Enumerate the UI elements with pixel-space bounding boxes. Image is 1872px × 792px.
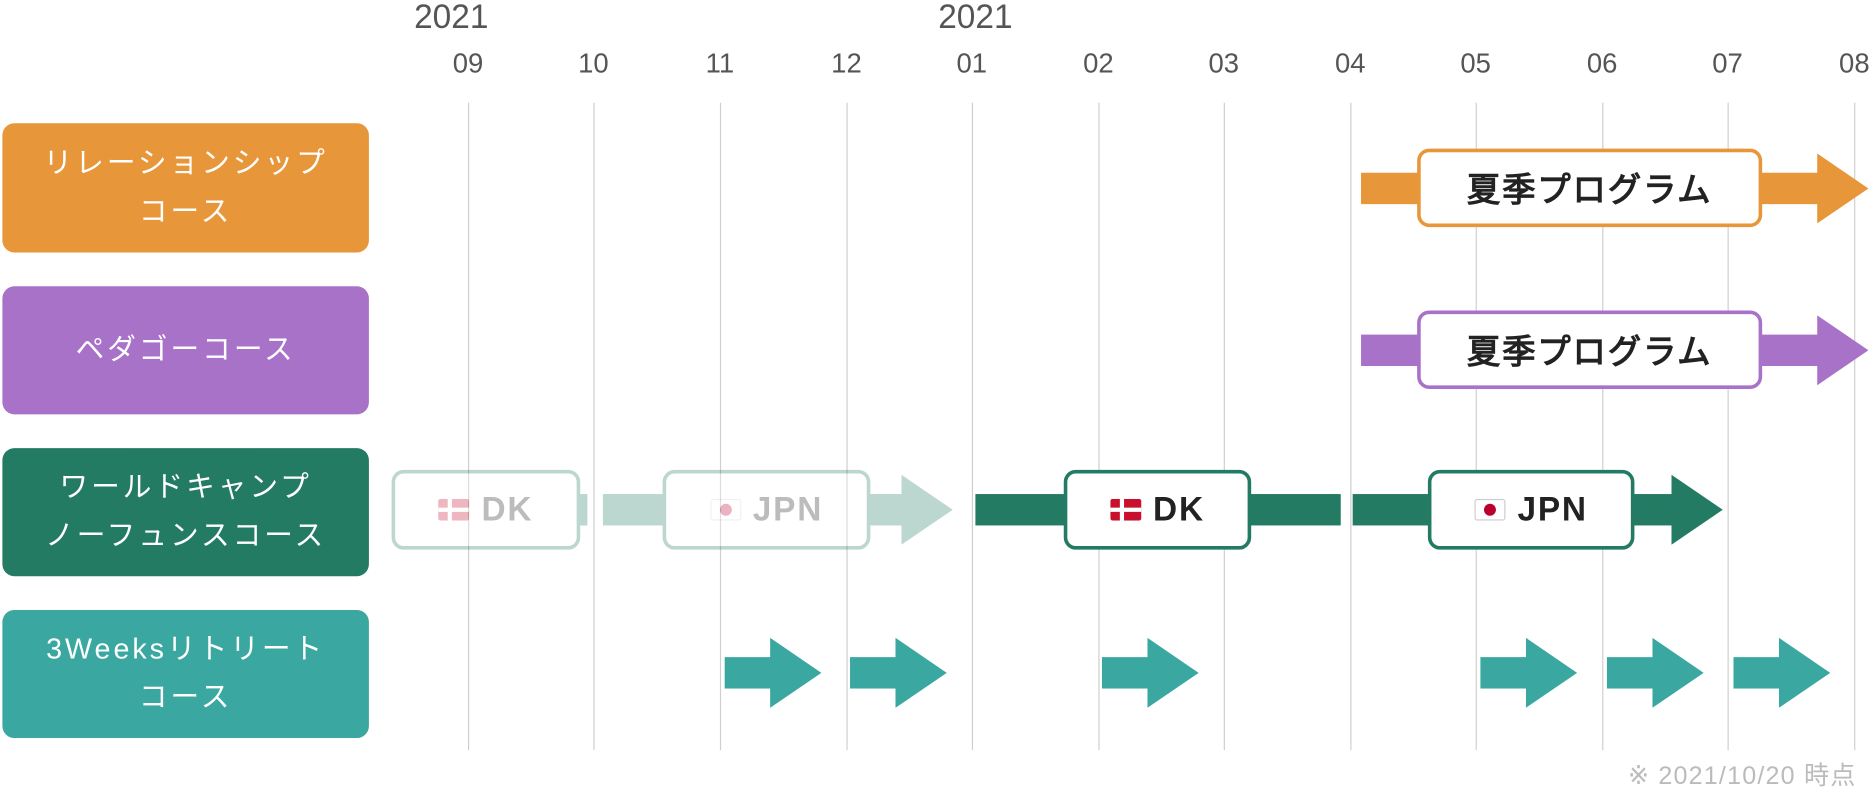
- location-box-dk: DK: [1063, 469, 1252, 550]
- month-gridline: [468, 102, 470, 751]
- japan-flag-icon: [709, 498, 741, 521]
- course-label-line: ワールドキャンプ: [59, 471, 312, 504]
- arrow-shaft: [1632, 494, 1676, 526]
- as-of-date-note: ※ 2021/10/20 時点: [1628, 762, 1857, 790]
- arrow-shaft: [867, 494, 907, 526]
- month-gridline: [1098, 102, 1100, 751]
- worldcamp-course-label: ワールドキャンプ ノーフュンスコース: [2, 448, 369, 577]
- month-gridline: [1602, 102, 1604, 751]
- month-label: 05: [1460, 47, 1491, 79]
- course-label-line: コース: [138, 681, 233, 714]
- arrow-shaft: [724, 657, 775, 689]
- arrow-shaft: [1101, 657, 1153, 689]
- month-label: 03: [1208, 47, 1240, 79]
- month-label: 01: [956, 47, 988, 79]
- month-label: 12: [831, 47, 862, 79]
- program-label: 夏季プログラム: [1466, 332, 1713, 371]
- location-box-dk: DK: [391, 469, 581, 550]
- arrow-head: [901, 474, 953, 545]
- month-label: 11: [705, 47, 735, 79]
- location-label: JPN: [1517, 490, 1588, 528]
- course-label-line: 3Weeksリトリート: [46, 632, 326, 666]
- month-gridline: [719, 102, 722, 751]
- month-gridline: [971, 102, 974, 751]
- summer-program-box: 夏季プログラム: [1417, 310, 1763, 389]
- summer-program-box: 夏季プログラム: [1417, 148, 1763, 228]
- course-label-line: ノーフュンスコース: [45, 519, 327, 553]
- arrow-shaft: [1606, 657, 1658, 689]
- month-gridline: [1223, 102, 1225, 751]
- month-gridline: [593, 102, 595, 751]
- month-gridline: [1854, 102, 1856, 751]
- arrow-shaft: [1352, 494, 1433, 526]
- retreat-course-label: 3Weeksリトリート コース: [2, 610, 369, 739]
- arrow-shaft: [602, 494, 669, 526]
- location-box-jpn: JPN: [1427, 469, 1635, 550]
- month-label: 07: [1712, 47, 1743, 79]
- denmark-flag-icon: [438, 498, 470, 521]
- arrow-shaft: [577, 494, 588, 526]
- denmark-flag-icon: [1110, 498, 1142, 521]
- month-label: 08: [1839, 47, 1870, 79]
- month-gridline: [1727, 102, 1729, 751]
- year-label: 2021: [938, 0, 1013, 36]
- month-gridline: [846, 102, 848, 751]
- location-label: DK: [481, 490, 534, 528]
- arrow-shaft: [850, 657, 901, 689]
- month-gridline: [1475, 102, 1477, 751]
- location-box-jpn: JPN: [662, 469, 871, 550]
- relationship-course-label: リレーションシップ コース: [2, 123, 369, 253]
- month-label: 10: [578, 47, 609, 79]
- month-label: 02: [1083, 47, 1114, 79]
- course-label-line: コース: [138, 195, 233, 228]
- month-gridline: [1350, 102, 1352, 751]
- japan-flag-icon: [1474, 498, 1506, 521]
- month-label: 09: [452, 47, 484, 79]
- month-label: 06: [1586, 47, 1618, 79]
- arrow-shaft: [1480, 657, 1531, 689]
- location-label: DK: [1153, 490, 1205, 528]
- arrow-shaft: [1733, 657, 1784, 689]
- course-label-line: ペダゴーコース: [75, 333, 296, 367]
- program-label: 夏季プログラム: [1466, 170, 1713, 209]
- year-label: 2021: [414, 0, 489, 36]
- pedagogy-course-label: ペダゴーコース: [2, 286, 369, 415]
- month-label: 04: [1335, 47, 1366, 79]
- location-label: JPN: [752, 490, 824, 528]
- course-label-line: リレーションシップ: [43, 146, 328, 180]
